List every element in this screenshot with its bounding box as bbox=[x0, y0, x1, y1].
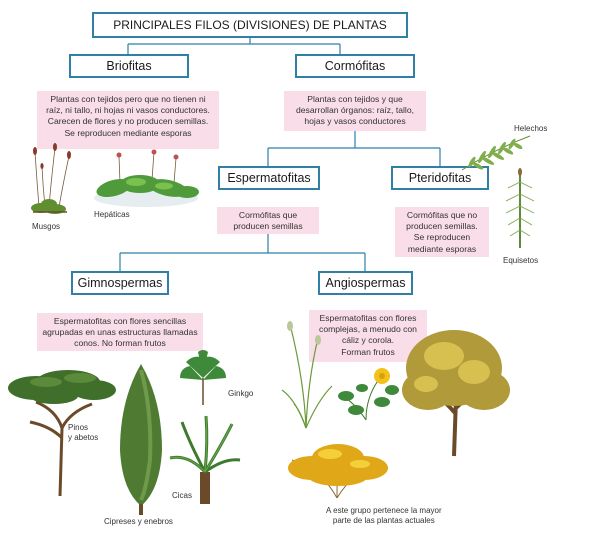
deciduous-tree-illustration bbox=[402, 330, 510, 457]
note-gimnospermas: Espermatofitas con flores sencillas agru… bbox=[37, 313, 203, 351]
note-line: Espermatofitas con flores sencillas bbox=[53, 316, 187, 326]
ginkgo-illustration bbox=[180, 350, 226, 405]
pine-illustration bbox=[8, 370, 116, 497]
note-line: agrupadas en unas estructuras llamadas bbox=[42, 327, 198, 338]
label-pinos-line: y abetos bbox=[68, 433, 99, 442]
node-angiospermas: Angiospermas bbox=[318, 271, 413, 295]
yellow-flower-illustration bbox=[338, 368, 399, 421]
label-musgos: Musgos bbox=[32, 222, 61, 231]
label-hepaticas: Hepáticas bbox=[94, 210, 130, 219]
label-equisetos: Equisetos bbox=[503, 256, 539, 265]
node-pteridofitas: Pteridofitas bbox=[391, 166, 489, 190]
diagram-title-text: PRINCIPALES FILOS (DIVISIONES) DE PLANTA… bbox=[113, 18, 387, 32]
note-line: Cormófitas que bbox=[238, 210, 298, 220]
label-pinos: Pinos y abetos bbox=[68, 423, 98, 443]
horsetail-illustration bbox=[505, 168, 535, 248]
cycad-illustration bbox=[169, 415, 241, 504]
moss-illustration bbox=[31, 143, 71, 214]
label-ginkgo: Ginkgo bbox=[228, 389, 254, 398]
note-espermatofitas: Cormófitas que producen semillas bbox=[217, 207, 319, 234]
note-line: conos. No forman frutos bbox=[74, 338, 166, 349]
node-gimnospermas: Gimnospermas bbox=[71, 271, 169, 295]
diagram-title: PRINCIPALES FILOS (DIVISIONES) DE PLANTA… bbox=[92, 12, 408, 38]
note-briofitas: Plantas con tejidos pero que no tienen n… bbox=[37, 91, 219, 149]
label-cipreses: Cipreses y enebros bbox=[104, 517, 173, 526]
note-line: Espermatofitas con flores bbox=[319, 313, 417, 323]
note-line: desarrollan órganos: raíz, tallo, bbox=[296, 105, 414, 116]
note-line: raíz, ni tallo, ni hojas ni vasos conduc… bbox=[46, 105, 210, 116]
label-helechos: Helechos bbox=[514, 124, 548, 133]
note-line: cáliz y corola. bbox=[341, 335, 395, 346]
node-gimnospermas-label: Gimnospermas bbox=[77, 276, 163, 290]
node-angiospermas-label: Angiospermas bbox=[325, 276, 406, 290]
caption-line: A este grupo pertenece la mayor bbox=[326, 506, 442, 515]
note-line: Se reproducen bbox=[413, 232, 471, 243]
label-pinos-line: Pinos bbox=[68, 423, 89, 432]
note-cormofitas: Plantas con tejidos y que desarrollan ór… bbox=[284, 91, 426, 131]
note-line: Plantas con tejidos y que bbox=[307, 94, 403, 104]
note-line: Se reproducen mediante esporas bbox=[64, 127, 192, 138]
label-angio-caption: A este grupo pertenece la mayor parte de… bbox=[326, 506, 442, 526]
node-espermatofitas: Espermatofitas bbox=[218, 166, 320, 190]
grass-illustration bbox=[281, 321, 333, 429]
note-line: Cormófitas que no bbox=[406, 210, 478, 220]
node-cormofitas-label: Cormófitas bbox=[324, 59, 386, 73]
note-line: producen semillas bbox=[233, 221, 303, 232]
note-line: complejas, a menudo con bbox=[319, 324, 417, 335]
flowering-shrub-illustration bbox=[288, 444, 388, 499]
cypress-illustration bbox=[120, 364, 162, 515]
note-line: Carecen de flores y no producen semillas… bbox=[47, 116, 209, 127]
note-line: hojas y vasos conductores bbox=[304, 116, 406, 127]
caption-line: parte de las plantas actuales bbox=[332, 516, 435, 525]
note-line: Forman frutos bbox=[341, 346, 395, 357]
node-briofitas: Briofitas bbox=[69, 54, 189, 78]
node-espermatofitas-label: Espermatofitas bbox=[227, 171, 311, 185]
node-cormofitas: Cormófitas bbox=[295, 54, 415, 78]
note-angiospermas: Espermatofitas con flores complejas, a m… bbox=[309, 310, 427, 362]
liverwort-illustration bbox=[94, 149, 199, 207]
note-line: mediante esporas bbox=[407, 243, 477, 254]
node-briofitas-label: Briofitas bbox=[106, 59, 152, 73]
fern-illustration bbox=[461, 135, 531, 171]
note-pteridofitas: Cormófitas que no producen semillas. Se … bbox=[395, 207, 489, 257]
label-cicas: Cicas bbox=[172, 491, 193, 500]
note-line: producen semillas. bbox=[406, 221, 478, 232]
node-pteridofitas-label: Pteridofitas bbox=[408, 171, 472, 185]
note-line: Plantas con tejidos pero que no tienen n… bbox=[50, 94, 206, 104]
